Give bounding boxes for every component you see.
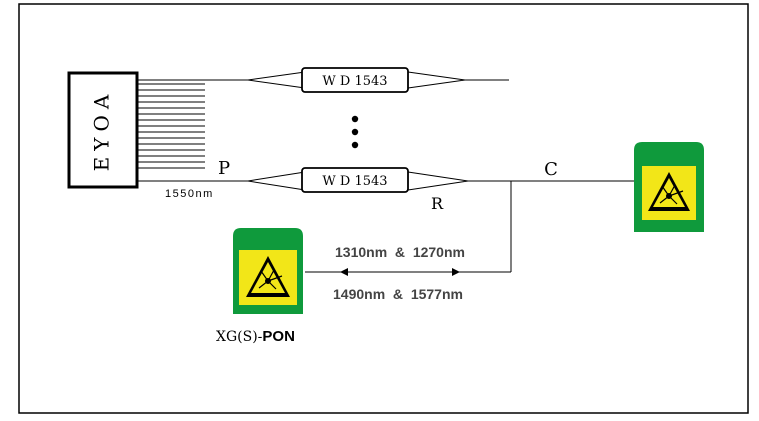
edfa-box: EYOA: [67, 71, 139, 189]
direction-arrow-left: [340, 268, 348, 276]
wdm-coupler-bottom: W D 1543: [247, 167, 640, 193]
olt-label-suffix: PON: [262, 328, 295, 345]
wdm-coupler-top: W D 1543: [247, 67, 509, 93]
wdm-bottom-label: W D 1543: [322, 174, 387, 189]
edfa-fiber-bundle: [137, 79, 248, 182]
wavelength-lower: 1490nm & 1577nm: [333, 286, 463, 302]
ellipsis-dots: [351, 115, 359, 149]
onu-module: [634, 142, 704, 232]
outer-frame: [18, 3, 749, 414]
laser-warning-icon: [648, 172, 690, 211]
port-r-label: R: [431, 194, 444, 213]
direction-arrow-right: [452, 268, 460, 276]
port-c-label: C: [544, 159, 558, 180]
wavelength-upper: 1310nm & 1270nm: [335, 244, 465, 260]
olt-module: [233, 228, 303, 314]
pump-wavelength-label: 1550nm: [165, 188, 214, 200]
olt-label: XG(S)-PON: [216, 328, 295, 345]
port-p-label: P: [218, 158, 230, 179]
edfa-label: EYOA: [90, 89, 114, 172]
wdm-top-label: W D 1543: [322, 74, 387, 89]
olt-label-prefix: XG(S)-: [216, 329, 263, 345]
laser-warning-icon: [246, 256, 290, 297]
return-fiber-path: [305, 180, 512, 273]
